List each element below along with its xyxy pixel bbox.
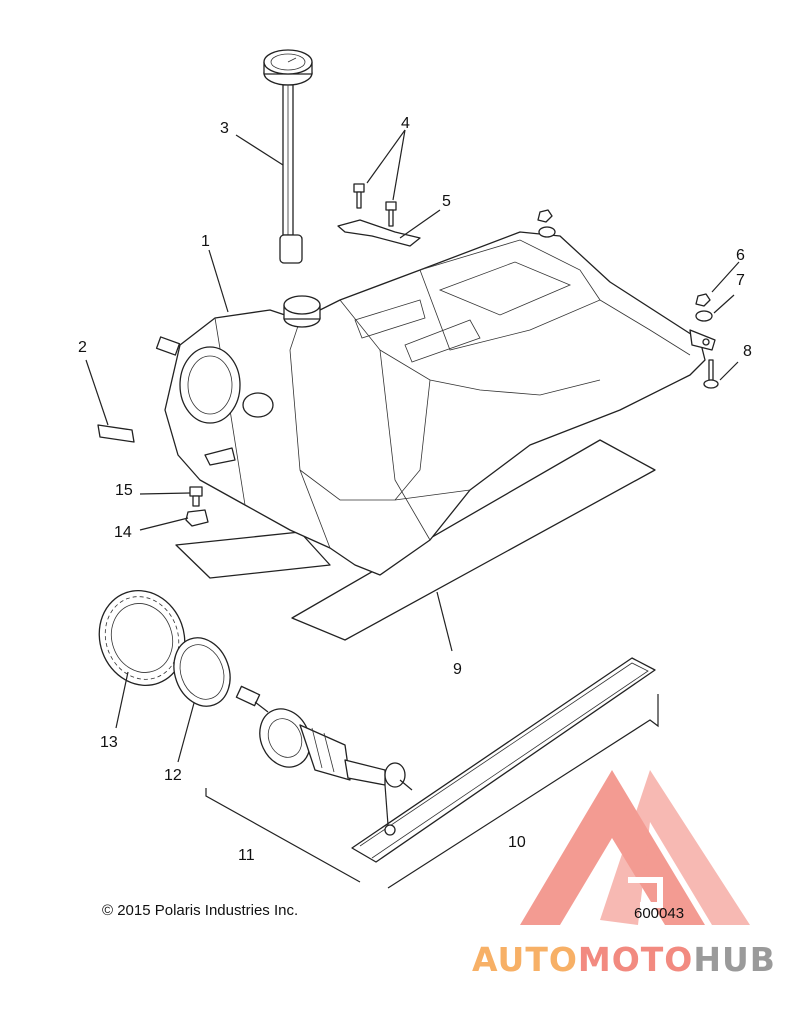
callout-8: 8 (743, 343, 752, 360)
callout-1: 1 (201, 233, 210, 250)
pump-seal (173, 637, 231, 707)
screw-pair (353, 183, 397, 227)
callout-5: 5 (442, 193, 451, 210)
callout-12: 12 (164, 767, 182, 784)
callout-11: 11 (238, 847, 255, 864)
foam-pad-left (175, 531, 331, 579)
watermark-text: AUTOMOTOHUB (472, 940, 776, 979)
foam-pad-right (291, 439, 656, 641)
bolt-left (189, 486, 203, 507)
callout-14: 14 (114, 524, 132, 541)
callout-7: 7 (736, 272, 745, 289)
callout-10: 10 (508, 834, 526, 851)
copyright-notice: © 2015 Polaris Industries Inc. (102, 902, 299, 919)
figure-number: 600043 (634, 905, 685, 922)
callout-15: 15 (115, 482, 133, 499)
clip (97, 424, 135, 443)
nut-washer-right (695, 293, 713, 322)
nut-clip-left (185, 509, 209, 527)
callout-9: 9 (453, 661, 462, 678)
callout-6: 6 (736, 247, 745, 264)
bolt-right (703, 359, 719, 389)
callout-13: 13 (100, 734, 118, 751)
fuel-level-sender (263, 49, 313, 264)
watermark-hub: HUB (693, 940, 776, 979)
watermark-logo-icon (520, 770, 750, 925)
tank-strap (351, 657, 656, 863)
nut-washer-top (537, 209, 556, 238)
watermark-auto: AUTO (472, 940, 578, 979)
lock-ring (98, 590, 186, 686)
fuel-pump-assembly (235, 685, 413, 826)
watermark-moto: MOTO (577, 940, 694, 979)
callout-2: 2 (78, 339, 87, 356)
fuel-tank (155, 231, 716, 576)
callout-4: 4 (401, 115, 410, 132)
retainer-bracket (337, 219, 421, 247)
leader-lines (85, 129, 740, 889)
callout-3: 3 (220, 120, 229, 137)
